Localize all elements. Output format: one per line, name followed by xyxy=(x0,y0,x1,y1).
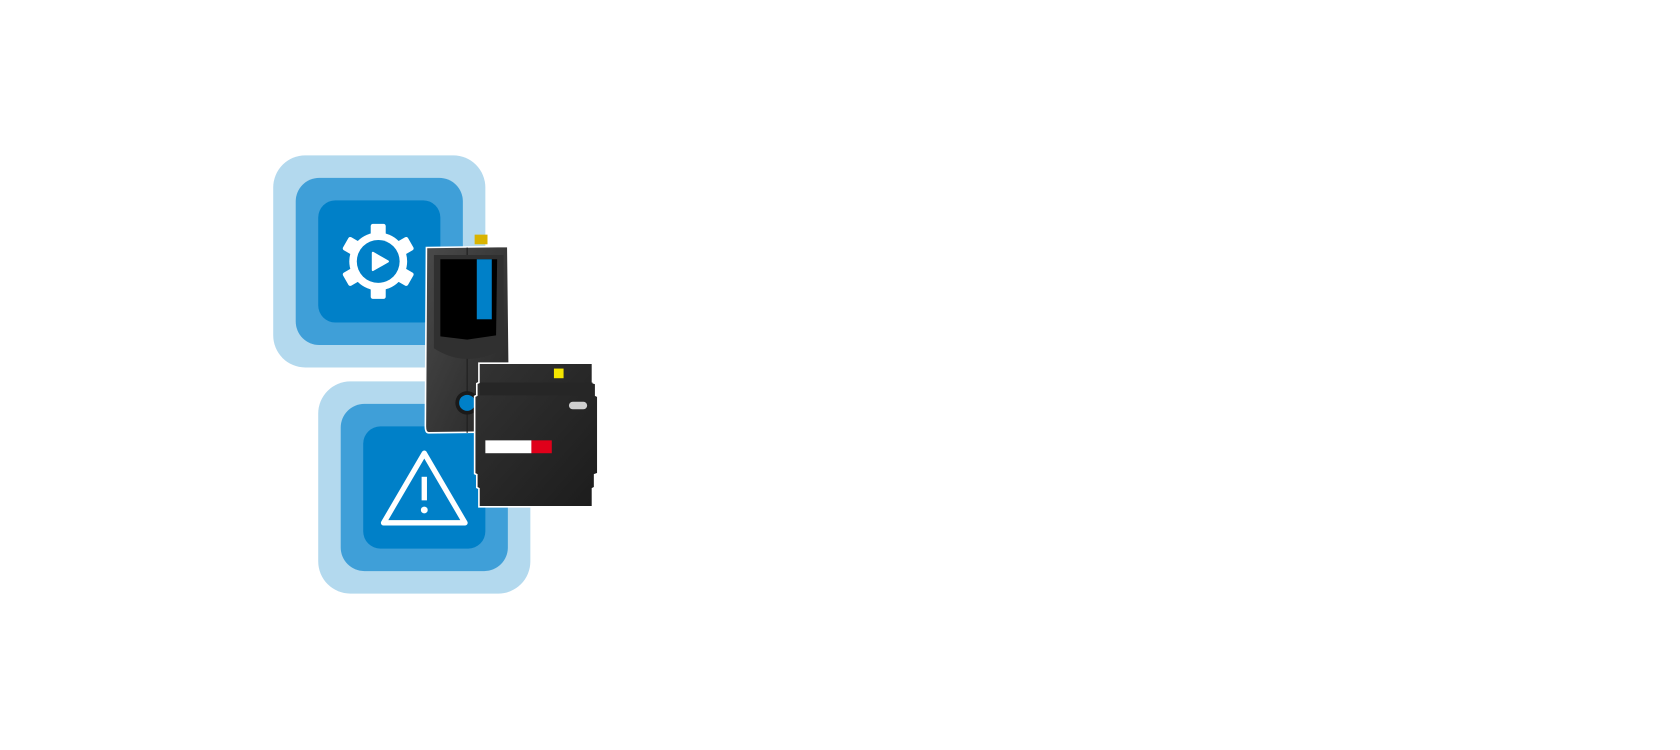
label-red xyxy=(531,440,552,454)
status-led xyxy=(474,234,488,245)
label-white xyxy=(485,440,532,454)
settings-automation-tile xyxy=(273,155,486,368)
din-rail-module-device xyxy=(473,362,599,508)
gear-play-icon xyxy=(341,223,415,299)
status-led xyxy=(553,368,564,379)
warning-triangle-icon xyxy=(380,450,468,526)
device-button xyxy=(459,394,476,411)
